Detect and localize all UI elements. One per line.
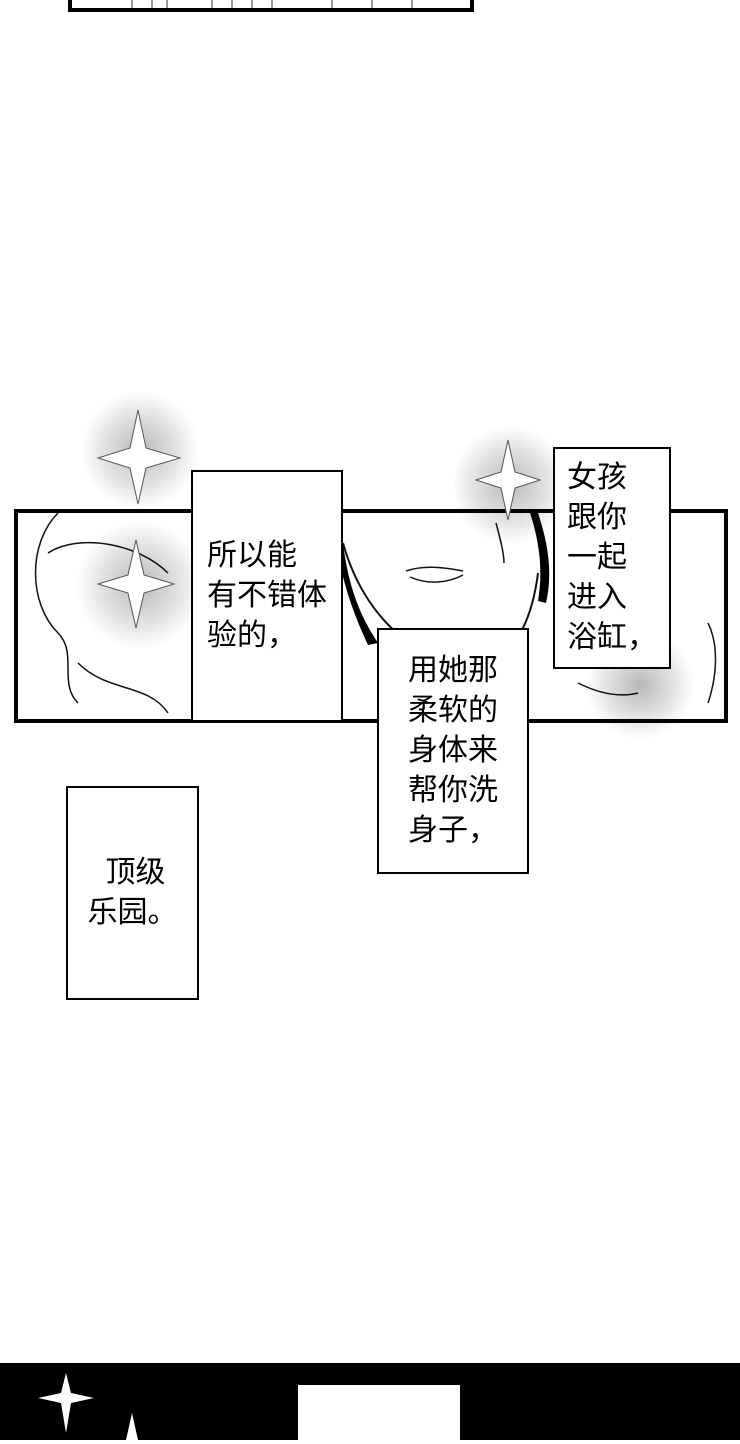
narration-box-2: 女孩 跟你 一起 进入 浴缸， bbox=[553, 447, 671, 669]
narration-line: 有不错体 bbox=[207, 578, 327, 613]
top-comic-panel bbox=[68, 0, 474, 12]
narration-line: 跟你 bbox=[567, 500, 627, 535]
narration-box-4: 顶级 乐园。 bbox=[66, 786, 199, 1000]
sparkle-icon bbox=[474, 439, 542, 521]
bottom-white-block bbox=[298, 1385, 460, 1440]
sparkle-icon bbox=[38, 1373, 94, 1433]
narration-line: 所以能 bbox=[207, 538, 297, 573]
narration-box-1: 所以能 有不错体 验的， bbox=[191, 470, 343, 722]
narration-line: 女孩 bbox=[567, 460, 627, 495]
narration-line: 身体来 bbox=[408, 733, 498, 768]
narration-line: 柔软的 bbox=[408, 693, 498, 728]
narration-line: 浴缸， bbox=[567, 620, 657, 655]
narration-line: 身子， bbox=[408, 813, 498, 848]
narration-box-3: 用她那 柔软的 身体来 帮你洗 身子， bbox=[377, 628, 529, 874]
narration-line: 验的， bbox=[207, 618, 297, 653]
sparkle-icon bbox=[96, 409, 182, 505]
sparkle-layer bbox=[96, 409, 542, 629]
top-panel-hatching bbox=[131, 0, 413, 8]
narration-line: 用她那 bbox=[408, 653, 498, 688]
narration-line: 乐园。 bbox=[87, 895, 178, 930]
narration-line: 进入 bbox=[567, 580, 627, 615]
bottom-panel-art bbox=[38, 1373, 138, 1440]
narration-line: 顶级 bbox=[105, 855, 166, 890]
sparkle-icon bbox=[96, 539, 176, 629]
narration-line: 帮你洗 bbox=[408, 773, 498, 808]
narration-line: 一起 bbox=[567, 540, 627, 575]
